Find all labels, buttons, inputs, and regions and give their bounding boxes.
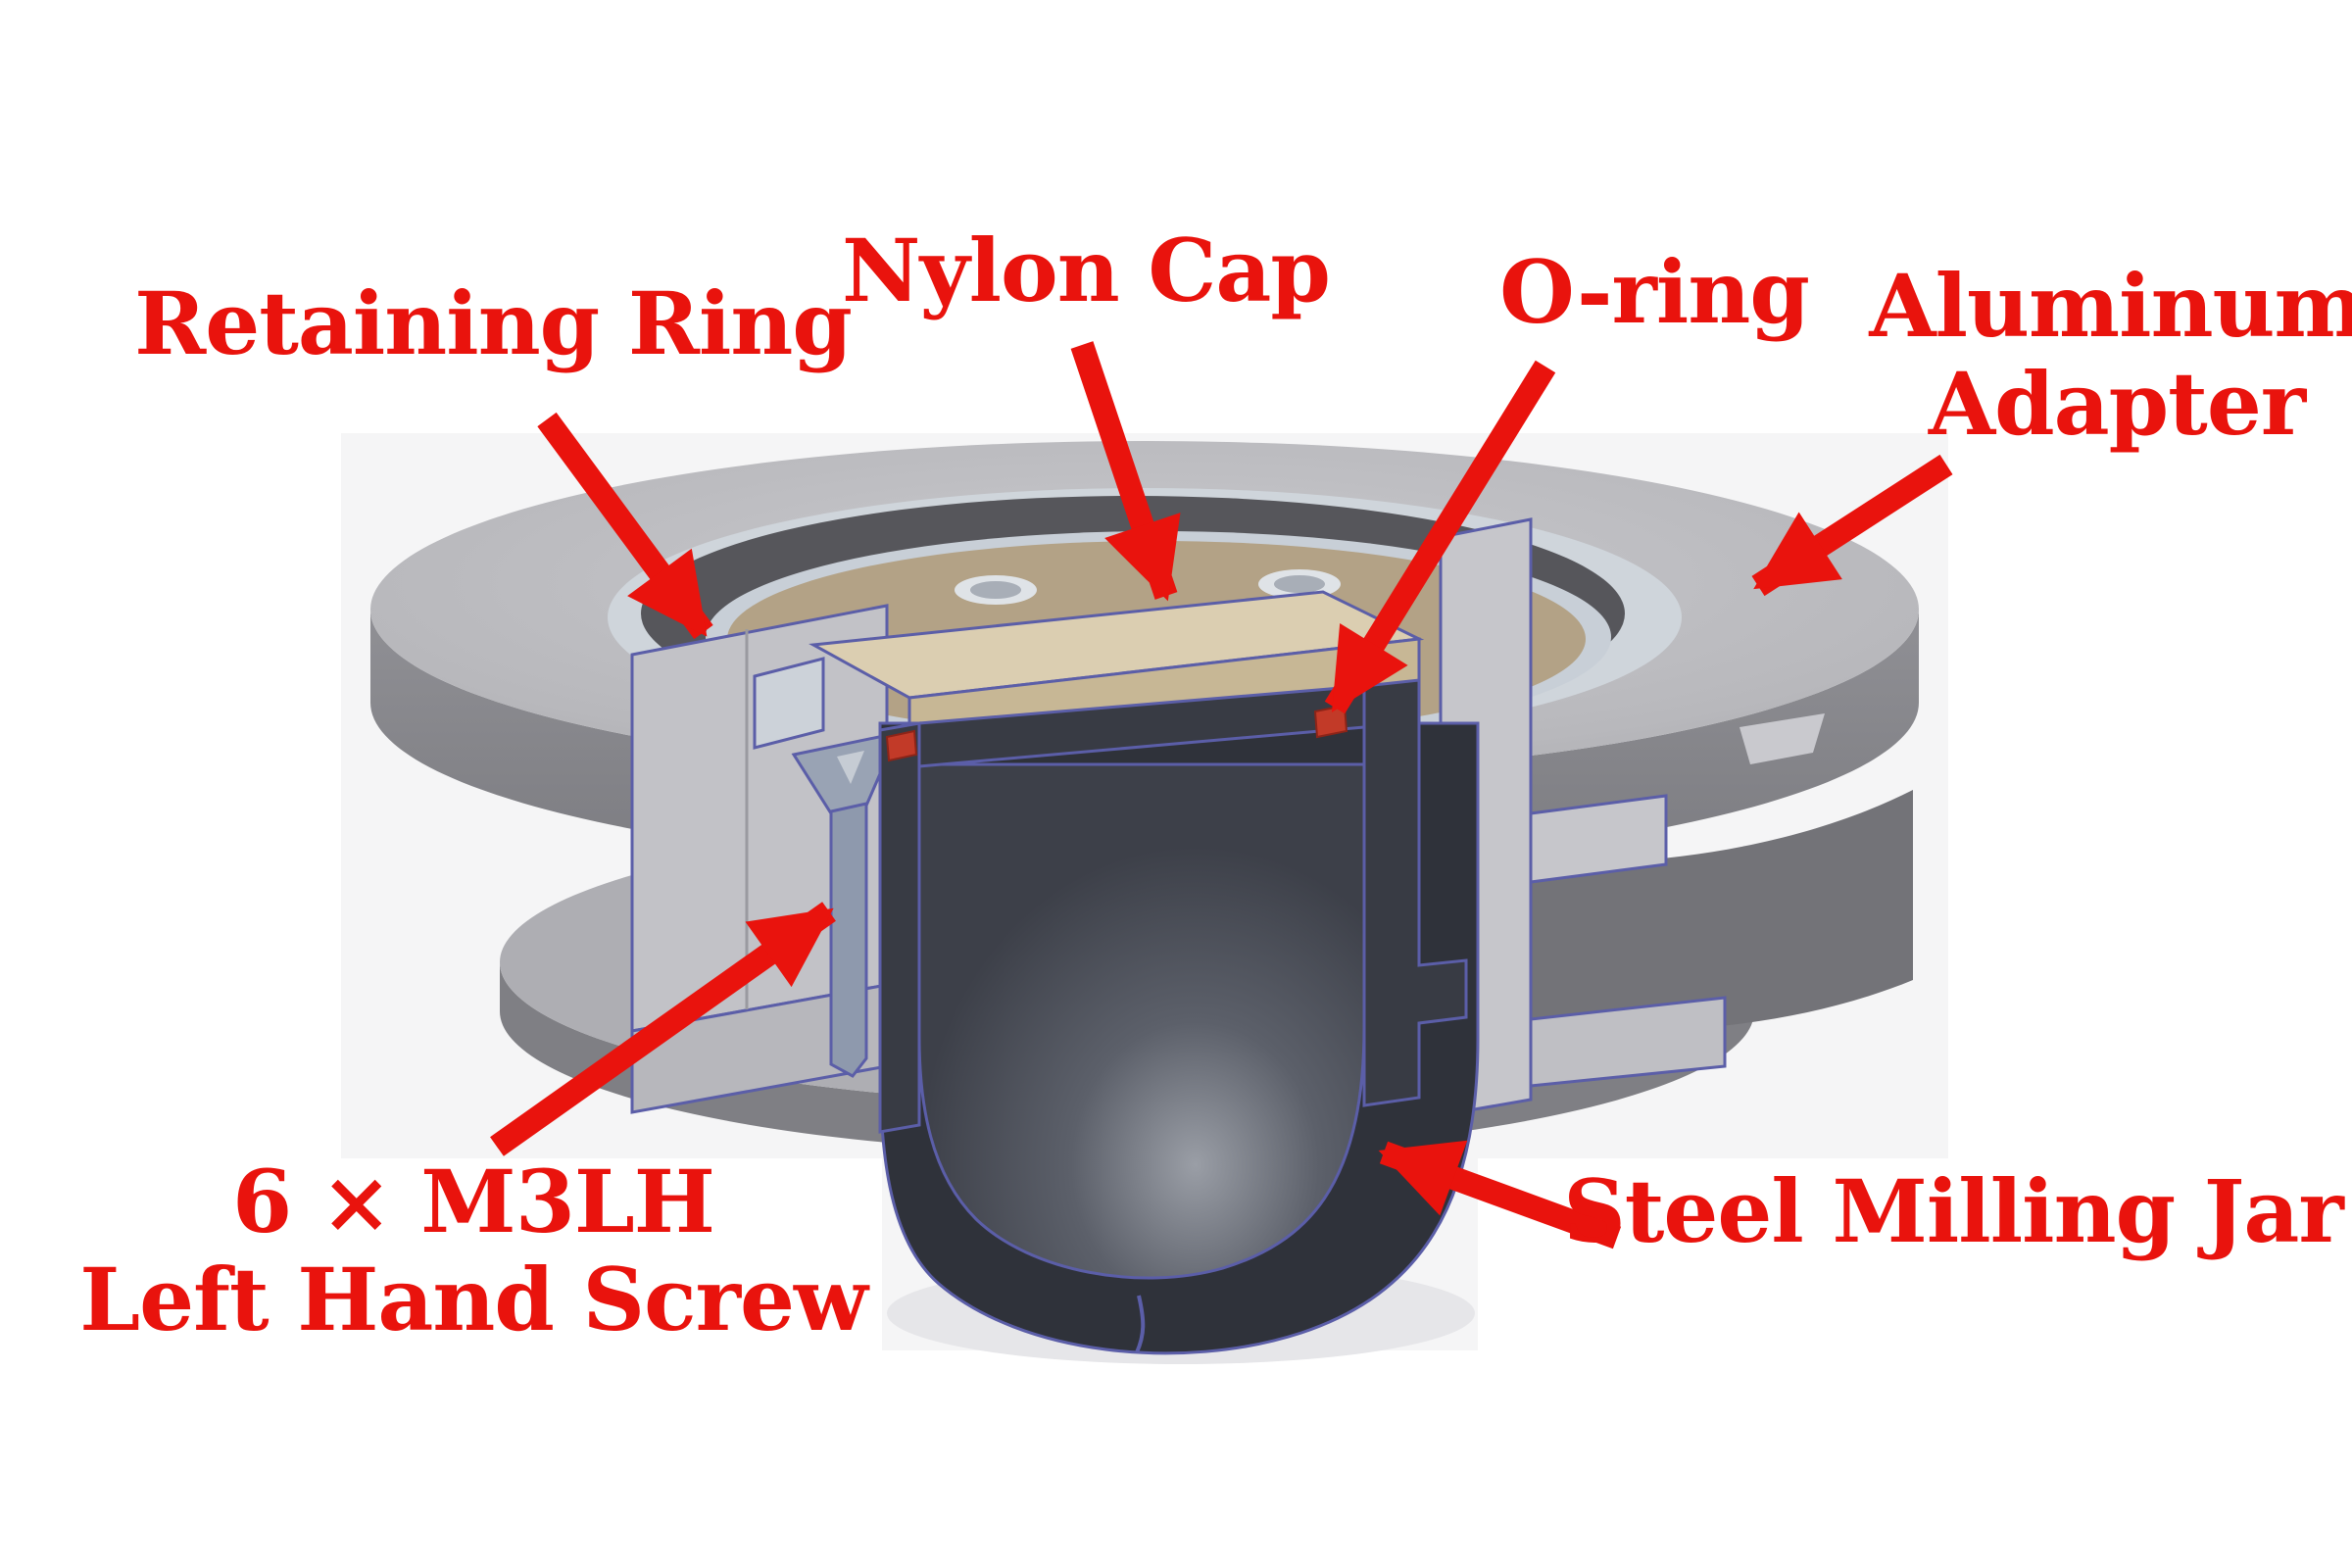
jar-cut-right-wall (1362, 678, 1468, 1107)
retaining-ring-cut-piece (753, 657, 825, 750)
retaining-ring-arrow (537, 412, 713, 640)
jar-bottom-seam (1135, 1295, 1146, 1353)
milling-jar-cavity (917, 762, 1366, 1280)
nylon-cap-arrow (1070, 341, 1181, 602)
jar-cut-left-wall (878, 721, 921, 1134)
label-m3lh-screw-line1: 6 × M3LH (232, 1151, 715, 1252)
aluminum-adapter-arrow (1751, 454, 1953, 597)
adapter-rim-notch (1740, 713, 1825, 764)
label-retaining-ring: Retaining Ring (134, 272, 853, 374)
label-aluminum-adapter-line1: Aluminum (1869, 255, 2352, 357)
screw-shaft (829, 802, 868, 1078)
label-nylon-cap: Nylon Cap (842, 220, 1331, 321)
flange-gap-shadow (1531, 790, 1913, 1032)
label-o-ring: O-ring (1499, 241, 1810, 343)
screw-socket (837, 751, 864, 784)
milling-jar-cut-faces (878, 678, 1468, 1134)
steel-milling-jar-arrow (1378, 1140, 1622, 1250)
label-m3lh-screw-line2: Left Hand Screw (79, 1249, 868, 1351)
label-aluminum-adapter-line2: Adapter (1928, 353, 2306, 456)
label-m3lh-screw: 6 × M3LH Left Hand Screw (79, 1151, 868, 1351)
label-steel-milling-jar: Steel Milling Jar (1563, 1160, 2344, 1262)
adapter-cut-face-left (630, 604, 889, 1114)
m3lh-screw-arrow (490, 902, 836, 1156)
label-aluminum-adapter: Aluminum Adapter (1869, 257, 2352, 454)
o-ring-dot (885, 704, 1348, 762)
left-hand-screw (791, 730, 901, 1078)
callout-arrows (490, 341, 1953, 1250)
o-ring-arrow (1324, 360, 1556, 714)
